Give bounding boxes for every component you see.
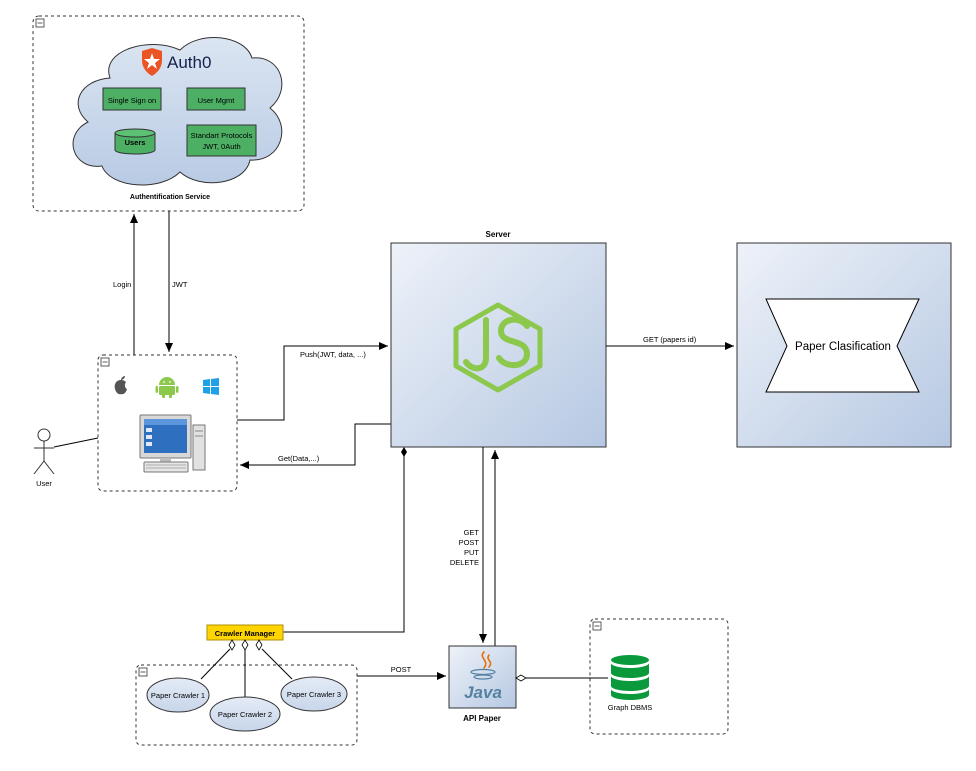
desktop-computer-icon <box>139 414 206 473</box>
auth0-brand-text: Auth0 <box>167 53 211 72</box>
get-data-arrow[interactable] <box>240 423 391 469</box>
classification-label: Paper Clasification <box>795 341 891 353</box>
single-sign-on-label: Single Sign on <box>108 96 156 105</box>
collapse-icon[interactable] <box>35 18 45 28</box>
aggregation-diamond-icon <box>515 674 527 682</box>
java-logo-icon: Java <box>464 651 502 702</box>
post-label: POST <box>391 665 412 674</box>
users-label: Users <box>125 138 146 147</box>
graph-dbms-frame <box>589 618 729 735</box>
get-data-label: Get(Data,...) <box>278 454 320 463</box>
server-box[interactable] <box>390 242 607 448</box>
auth0-logo: Auth0 <box>142 48 211 76</box>
user-label: User <box>36 479 52 488</box>
auth-service-title: Authentification Service <box>130 194 210 201</box>
paper-crawler-2[interactable] <box>209 696 281 732</box>
get-papers-id-label: GET (papers id) <box>643 335 697 344</box>
users-database-icon[interactable] <box>114 128 156 155</box>
aggregation-diamond-icon <box>228 639 236 651</box>
client-devices-frame <box>97 354 238 492</box>
user-to-client-line <box>53 437 99 448</box>
collapse-icon[interactable] <box>100 357 110 367</box>
classification-shape <box>765 298 920 393</box>
single-sign-on-box[interactable] <box>102 87 162 111</box>
jwt-label: JWT <box>172 280 188 289</box>
server-title: Server <box>486 230 511 239</box>
user-actor-icon[interactable] <box>33 428 55 475</box>
composition-diamond-icon <box>401 447 407 457</box>
crawler-manager-label: Crawler Manager <box>215 629 276 638</box>
aggregation-diamond-icon <box>255 639 263 651</box>
nodejs-logo-icon <box>453 302 543 393</box>
crawler1-label: Paper Crawler 1 <box>151 691 205 700</box>
database-icon[interactable] <box>611 655 649 700</box>
protocols-box[interactable] <box>186 124 257 157</box>
paper-crawler-1[interactable] <box>146 677 210 713</box>
apple-icon <box>114 376 127 395</box>
user-mgmt-box[interactable] <box>186 87 246 111</box>
method-post-label: POST <box>459 538 480 547</box>
crawler-manager-to-server-line <box>283 456 405 633</box>
protocols-label-line2: JWT, 0Auth <box>202 142 240 151</box>
protocols-label-line1: Standart Protocols <box>191 131 253 140</box>
crawler-group: Paper Crawler 1 Paper Crawler 2 Paper Cr… <box>135 639 358 746</box>
android-icon <box>155 377 179 398</box>
crawler3-label: Paper Crawler 3 <box>287 690 341 699</box>
windows-icon <box>203 378 219 395</box>
java-logo-text: Java <box>464 683 502 702</box>
auth-service-group: Auth0 Single Sign on User Mgmt Standart … <box>32 15 305 212</box>
crawler3-link <box>261 648 293 680</box>
collapse-icon[interactable] <box>592 621 602 631</box>
crawler-group-frame <box>135 664 358 746</box>
user-mgmt-label: User Mgmt <box>198 96 236 105</box>
crawler2-label: Paper Crawler 2 <box>218 710 272 719</box>
api-paper-label: API Paper <box>463 714 501 723</box>
crawler1-link <box>200 648 231 680</box>
graph-dbms-group: Graph DBMS <box>589 618 729 735</box>
paper-crawler-3[interactable] <box>280 676 348 712</box>
method-get-label: GET <box>464 528 480 537</box>
collapse-icon[interactable] <box>138 667 148 677</box>
push-arrow[interactable] <box>237 342 388 421</box>
client-devices-group <box>97 354 238 492</box>
method-put-label: PUT <box>464 548 479 557</box>
aggregation-diamond-icon <box>241 639 249 651</box>
push-label: Push(JWT, data, ...) <box>300 350 366 359</box>
method-delete-label: DELETE <box>450 558 479 567</box>
graph-dbms-label: Graph DBMS <box>608 703 653 712</box>
login-label: Login <box>113 280 131 289</box>
